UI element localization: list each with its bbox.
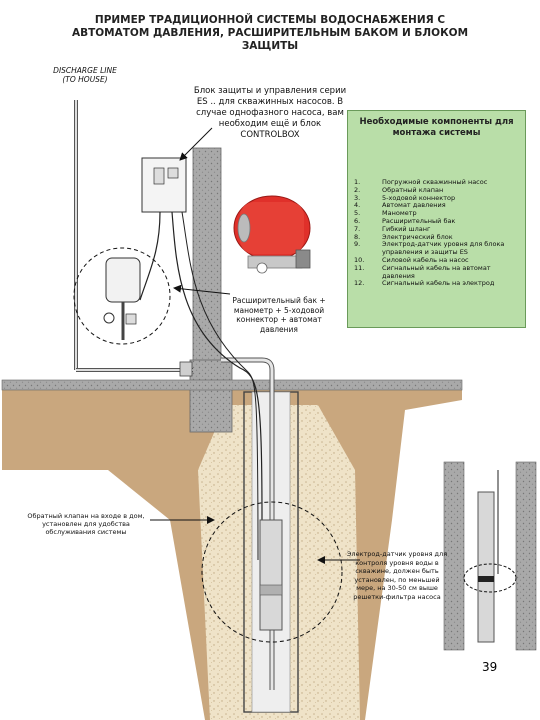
component-item: 11.Сигнальный кабель на автомат давления <box>354 263 491 280</box>
well-highlight-circle <box>201 501 343 643</box>
pressure-switch-small <box>125 313 137 325</box>
component-item: 5.Манометр <box>354 209 417 218</box>
control-unit-switch <box>153 167 165 185</box>
component-item: 1.Погружной скважинный насос <box>354 178 488 186</box>
control-unit-note: Блок защиты и управления серии ES .. для… <box>193 86 347 140</box>
detail-inset-wall-left <box>443 461 465 651</box>
diagram-title: ПРИМЕР ТРАДИЦИОННОЙ СИСТЕМЫ ВОДОСНАБЖЕНИ… <box>71 14 469 52</box>
signal-cable <box>171 211 263 521</box>
component-item: 2.Обратный клапан <box>354 185 444 194</box>
tank-note: Расширительный бак + манометр + 5-ходово… <box>232 296 326 334</box>
submersible-pump <box>259 519 283 631</box>
component-item: 3.5-ходовой коннектор <box>354 193 456 202</box>
components-panel: Необходимые компоненты для монтажа систе… <box>347 110 526 328</box>
tank-highlight-circle <box>73 247 171 345</box>
tank-connector <box>247 255 303 269</box>
arrow-to-tank <box>173 284 231 295</box>
sensor-cable <box>181 211 259 561</box>
discharge-line-label: DISCHARGE LINE (TO HOUSE) <box>53 66 117 84</box>
component-item: 8.Электрический блок <box>354 232 453 241</box>
component-item: 7.Гибкий шланг <box>354 224 431 233</box>
component-item: 12.Сигнальный кабель на электрод <box>354 279 495 288</box>
arrow-to-control-unit <box>179 127 213 161</box>
tank-manometer <box>256 262 268 274</box>
component-item: 4.Автомат давления <box>354 201 446 210</box>
detail-sensor-circle <box>463 563 517 593</box>
building-wall <box>192 147 222 401</box>
components-list: 1.Погружной скважинный насос 2.Обратный … <box>354 178 522 288</box>
pump-filter <box>259 584 283 596</box>
control-unit-box <box>141 157 187 213</box>
tank-pressure-switch <box>295 249 311 269</box>
component-item: 9.Электрод-датчик уровня для блока управ… <box>354 240 505 257</box>
well-pipe-inner <box>221 358 274 690</box>
check-valve-house <box>179 361 193 377</box>
page-number: 39 <box>482 660 498 674</box>
check-valve-note: Обратный клапан на входе в дом, установл… <box>27 512 145 536</box>
surface-slab <box>1 379 463 391</box>
level-sensor-note: Электрод-датчик уровня для контроля уров… <box>346 550 448 601</box>
detail-sensor-band <box>478 576 494 582</box>
red-tank-body <box>240 202 304 254</box>
expansion-tank-small <box>105 257 141 303</box>
power-cable <box>139 211 161 301</box>
manometer-small <box>103 312 115 324</box>
wall-foundation <box>189 359 233 433</box>
component-item: 10.Силовой кабель на насос <box>354 255 469 264</box>
red-tank-cap <box>237 213 251 243</box>
detail-inset-wall-right <box>515 461 537 651</box>
detail-pump <box>477 491 495 643</box>
control-unit-display <box>167 167 179 179</box>
components-title: Необходимые компоненты для монтажа систе… <box>359 117 514 138</box>
component-item: 6.Расширительный бак <box>354 216 456 225</box>
